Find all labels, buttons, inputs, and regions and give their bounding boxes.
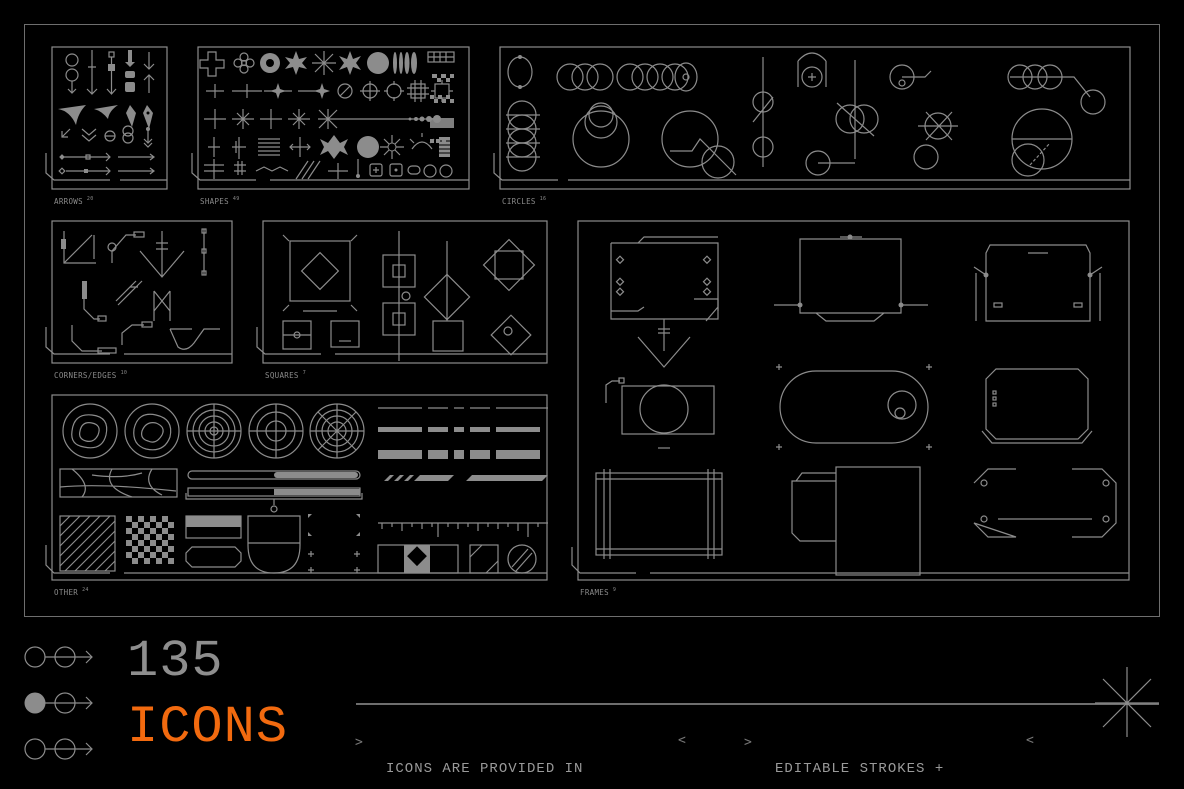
feature-2-close-chevron: < bbox=[1026, 733, 1034, 748]
frames-icons bbox=[571, 220, 1130, 581]
arrows-icons bbox=[45, 46, 168, 190]
squares-icons bbox=[256, 220, 548, 364]
feature-2-open-chevron: > bbox=[744, 735, 752, 750]
feature-1-text: ICONS ARE PROVIDED IN A SINGLE ILLUSTRAT… bbox=[386, 761, 584, 777]
divider-line bbox=[356, 703, 1159, 705]
outer-frame bbox=[24, 24, 1160, 617]
icon-count: 135 bbox=[127, 632, 224, 691]
circles-icons bbox=[493, 46, 1131, 190]
starburst-icon bbox=[1095, 667, 1159, 737]
feature-1-open-chevron: > bbox=[355, 735, 363, 750]
left-markers bbox=[24, 646, 93, 760]
circle-outline-arrow-icon bbox=[24, 738, 93, 760]
circle-filled-arrow-icon bbox=[24, 692, 93, 714]
feature-1-close-chevron: < bbox=[678, 733, 686, 748]
feature-2-text: EDITABLE STROKES + EASY TO CHANGE COLORS bbox=[775, 761, 945, 777]
corners-icons bbox=[45, 220, 233, 364]
circle-outline-arrow-icon bbox=[24, 646, 93, 668]
hero-title: ICONS bbox=[127, 698, 289, 757]
shapes-icons bbox=[191, 46, 470, 190]
other-icons bbox=[45, 394, 548, 581]
